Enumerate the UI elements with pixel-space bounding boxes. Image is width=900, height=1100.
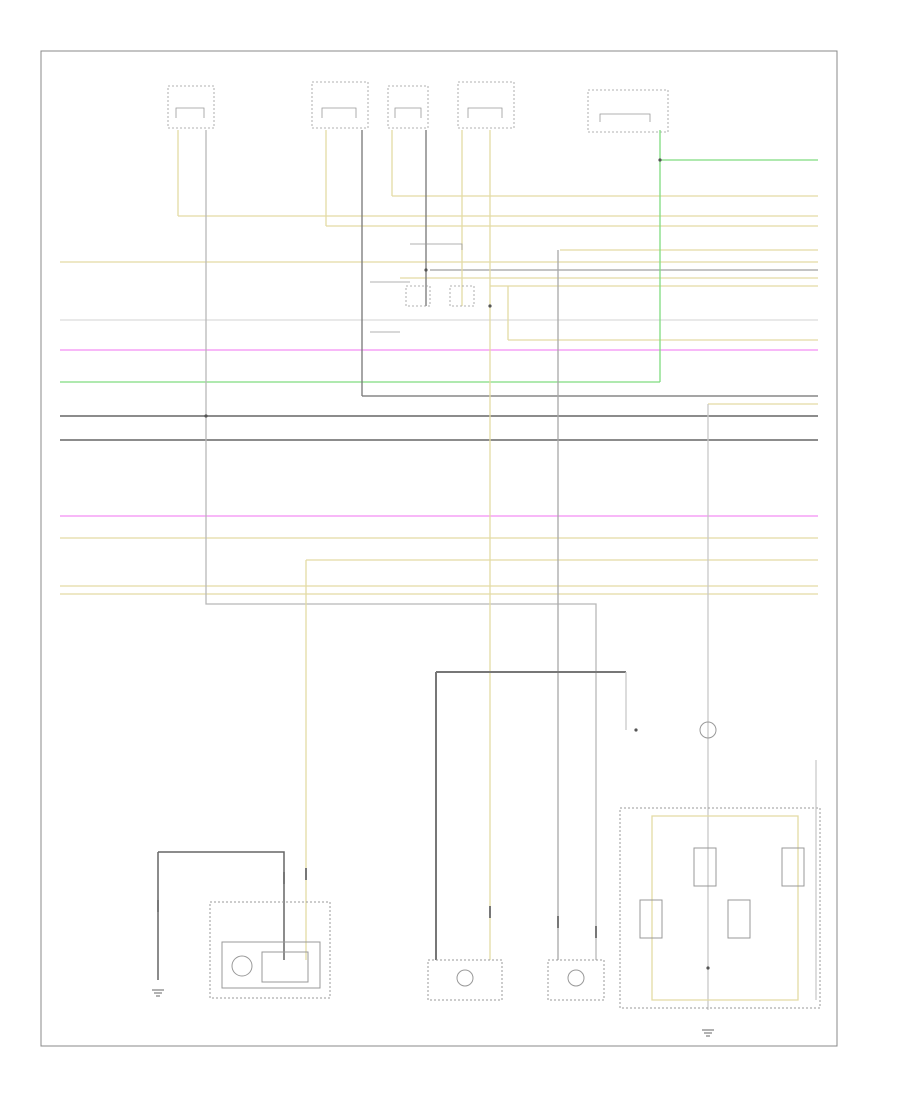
top-module-3 xyxy=(387,85,429,129)
top-module-1 xyxy=(167,85,215,129)
vertical-wires xyxy=(177,130,709,1010)
connector-icon xyxy=(157,868,597,938)
top-module-2 xyxy=(311,81,369,129)
top-module-5 xyxy=(587,89,669,133)
wire-v-light-b xyxy=(205,130,597,960)
lamp-icon xyxy=(699,721,717,739)
ground-icon xyxy=(702,1029,714,1037)
top-module-4 xyxy=(457,81,515,129)
diagram-frame xyxy=(40,50,838,1047)
ground-icon xyxy=(152,989,164,997)
right-lamp-cluster xyxy=(619,721,821,1037)
horizontal-wires xyxy=(60,159,818,595)
splice-icon xyxy=(204,158,710,970)
lower-middle-module-1 xyxy=(427,959,503,1001)
middle-switch-block xyxy=(370,243,475,333)
lower-middle-module-2 xyxy=(547,959,605,1001)
lower-left-assembly xyxy=(152,851,331,999)
